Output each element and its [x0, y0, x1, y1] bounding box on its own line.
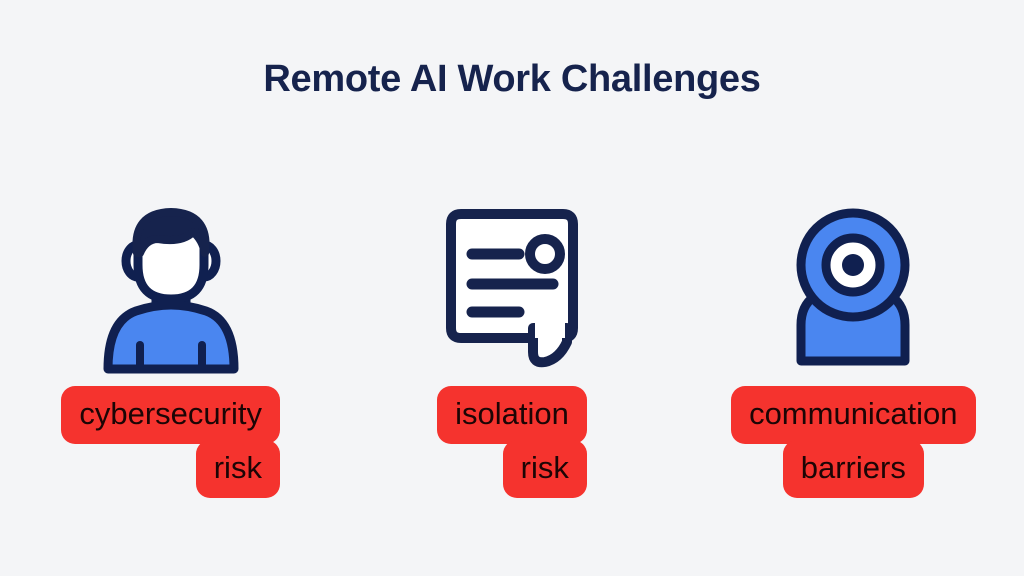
challenge-item-cybersecurity: cybersecurity risk: [4, 196, 337, 498]
person-avatar-icon: [86, 196, 256, 376]
label-line: isolation: [437, 386, 587, 444]
label-line: communication: [731, 386, 976, 444]
label-line: risk: [502, 440, 587, 498]
label-line: risk: [195, 440, 280, 498]
challenge-item-communication: communication barriers: [687, 196, 1020, 498]
message-bubble-icon: [427, 196, 597, 376]
label-line: cybersecurity: [61, 386, 280, 444]
webcam-icon: [768, 196, 938, 376]
label-line: barriers: [782, 440, 924, 498]
label-block-cybersecurity: cybersecurity risk: [61, 386, 280, 498]
challenge-columns: cybersecurity risk: [0, 196, 1024, 556]
challenge-item-isolation: isolation risk: [345, 196, 678, 498]
title-container: Remote AI Work Challenges: [0, 0, 1024, 160]
page-title: Remote AI Work Challenges: [263, 58, 761, 101]
label-block-isolation: isolation risk: [437, 386, 587, 498]
label-block-communication: communication barriers: [731, 386, 976, 498]
